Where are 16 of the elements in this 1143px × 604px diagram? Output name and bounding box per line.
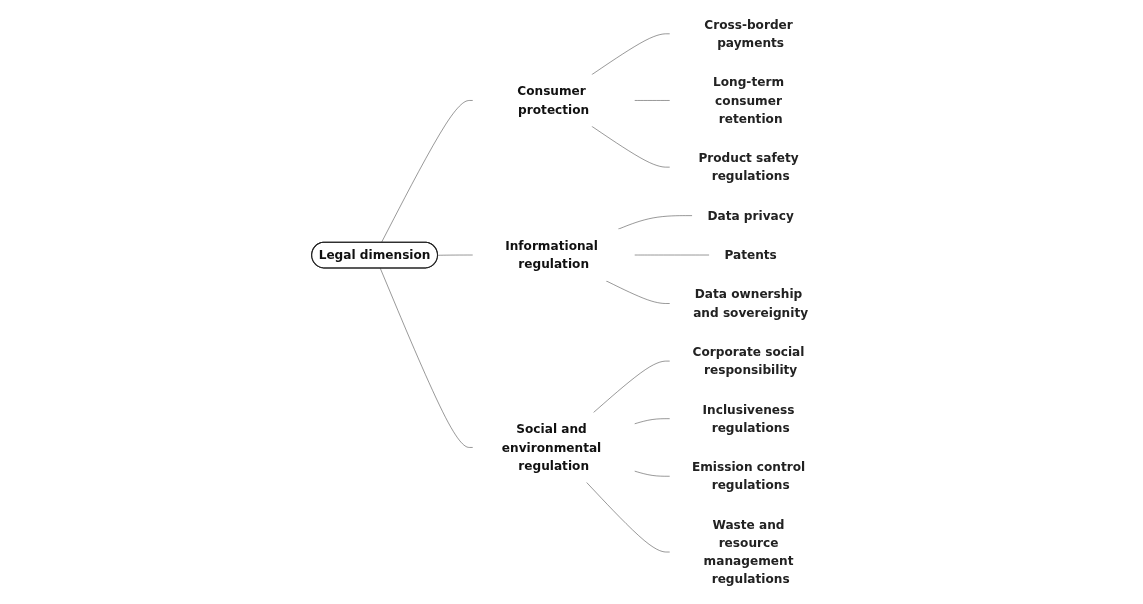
node-text: Patents	[724, 247, 777, 263]
node-text: Waste and resource management regulations	[703, 517, 794, 587]
node-text: Cross-border payments	[704, 17, 793, 50]
connector	[381, 100, 474, 243]
connector	[379, 267, 474, 448]
node-text: Product safety regulations	[698, 150, 799, 184]
connector	[437, 254, 474, 256]
node-text: Emission control regulations	[691, 460, 806, 493]
node-text: Consumer protection	[517, 84, 590, 117]
node-text: Long-term consumer retention	[712, 75, 784, 126]
node-text: Informational regulation	[505, 238, 598, 272]
node-text: Inclusiveness regulations	[702, 402, 795, 435]
node-text: Social and environmental regulation	[501, 422, 602, 473]
node-text: Corporate social responsibility	[692, 344, 805, 378]
node-text: Data ownership and sovereignity	[693, 287, 809, 320]
node-text: Data privacy	[707, 208, 794, 223]
